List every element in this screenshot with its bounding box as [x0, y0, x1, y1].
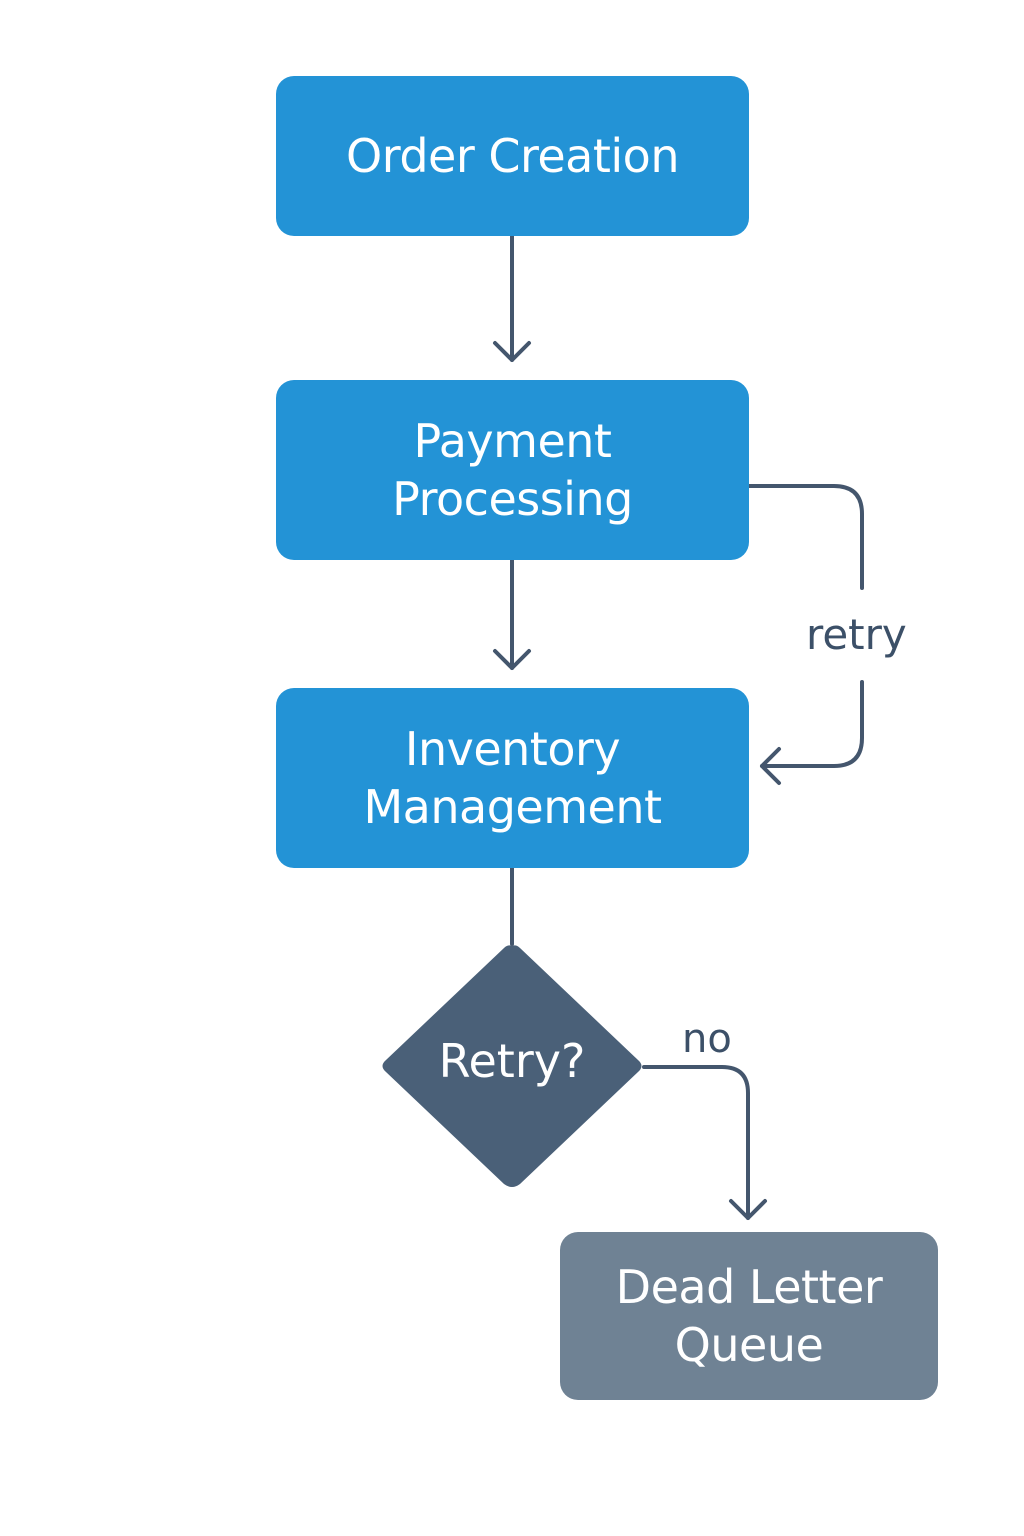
connector-order-to-payment	[493, 234, 531, 362]
inventory-management-label-line1: Inventory	[404, 722, 621, 776]
connector-retry-loop	[747, 484, 864, 785]
decision-label[interactable]: Retry?	[438, 1034, 586, 1088]
retry-edge-label: retry	[806, 610, 907, 659]
order-creation-label: Order Creation	[346, 129, 679, 183]
dead-letter-queue-label-line1: Dead Letter	[615, 1260, 883, 1314]
inventory-management-node[interactable]: Inventory Management	[276, 688, 749, 868]
payment-processing-label-line2: Processing	[392, 472, 633, 526]
dead-letter-queue-node[interactable]: Dead Letter Queue	[560, 1232, 938, 1400]
connector-payment-to-inventory	[493, 558, 531, 670]
order-creation-node[interactable]: Order Creation	[276, 76, 749, 236]
connector-decision-to-dlq	[642, 1065, 767, 1220]
no-edge-label: no	[682, 1016, 732, 1062]
inventory-management-label-line2: Management	[363, 780, 662, 834]
dead-letter-queue-label-line2: Queue	[674, 1318, 824, 1372]
payment-processing-label-line1: Payment	[413, 414, 612, 468]
decision-diamond	[382, 945, 642, 1187]
payment-processing-node[interactable]: Payment Processing	[276, 380, 749, 560]
